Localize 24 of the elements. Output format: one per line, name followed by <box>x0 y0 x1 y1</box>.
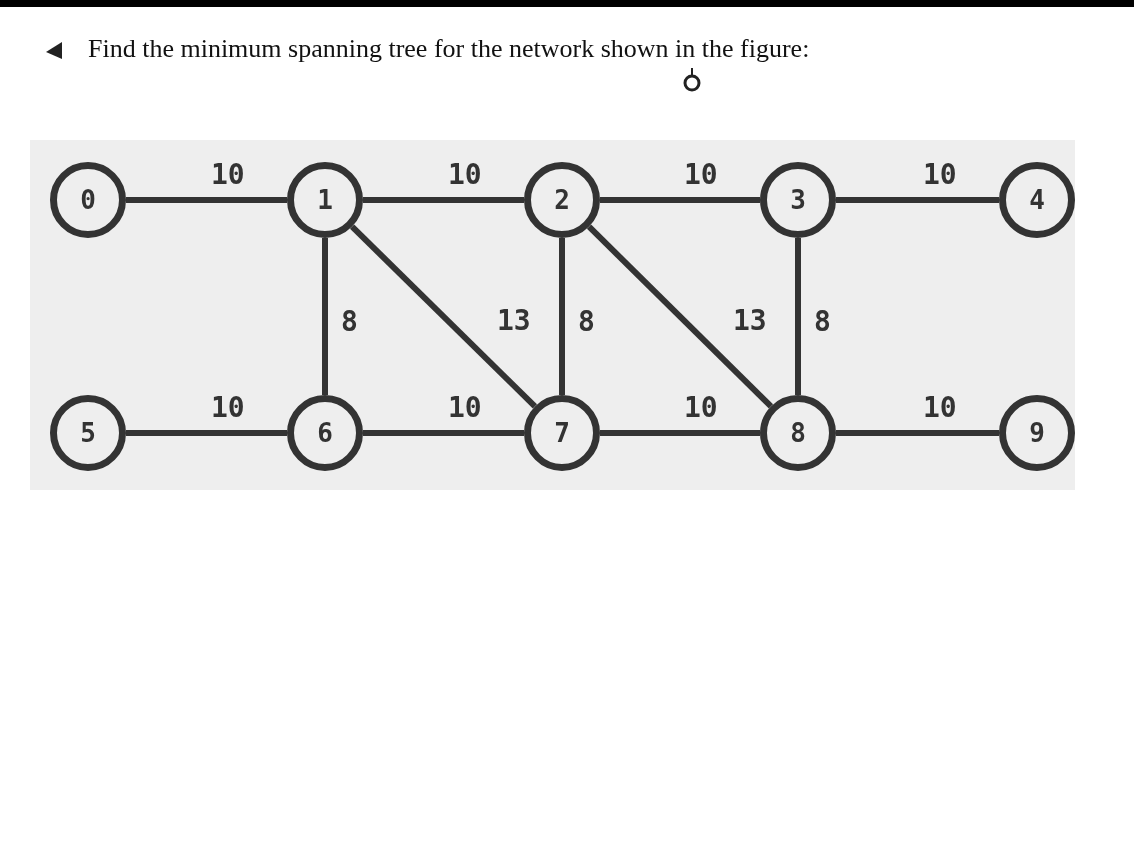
edge-line <box>836 197 999 203</box>
edge-line <box>126 197 287 203</box>
vertex-number: 1 <box>317 185 333 215</box>
edge-line <box>363 430 524 436</box>
vertex-number: 6 <box>317 418 333 448</box>
edge-line <box>836 430 999 436</box>
edge-line <box>322 238 328 395</box>
edge-line <box>363 197 524 203</box>
vertex-number: 4 <box>1029 185 1045 215</box>
vertex-number: 3 <box>790 185 806 215</box>
edge-line <box>126 430 287 436</box>
vertex-number: 5 <box>80 418 96 448</box>
vertex-number: 2 <box>554 185 570 215</box>
edge-line <box>350 224 537 409</box>
edge-line <box>600 197 760 203</box>
edge-line <box>586 224 774 409</box>
vertex-number: 7 <box>554 418 570 448</box>
question-text: Find the minimum spanning tree for the network shown in the figure: <box>88 34 810 64</box>
vertex-number: 0 <box>80 185 96 215</box>
vertex-number: 8 <box>790 418 806 448</box>
edge-line <box>559 238 565 395</box>
vertex-number: 9 <box>1029 418 1045 448</box>
edge-line <box>600 430 760 436</box>
edge-line <box>795 238 801 395</box>
